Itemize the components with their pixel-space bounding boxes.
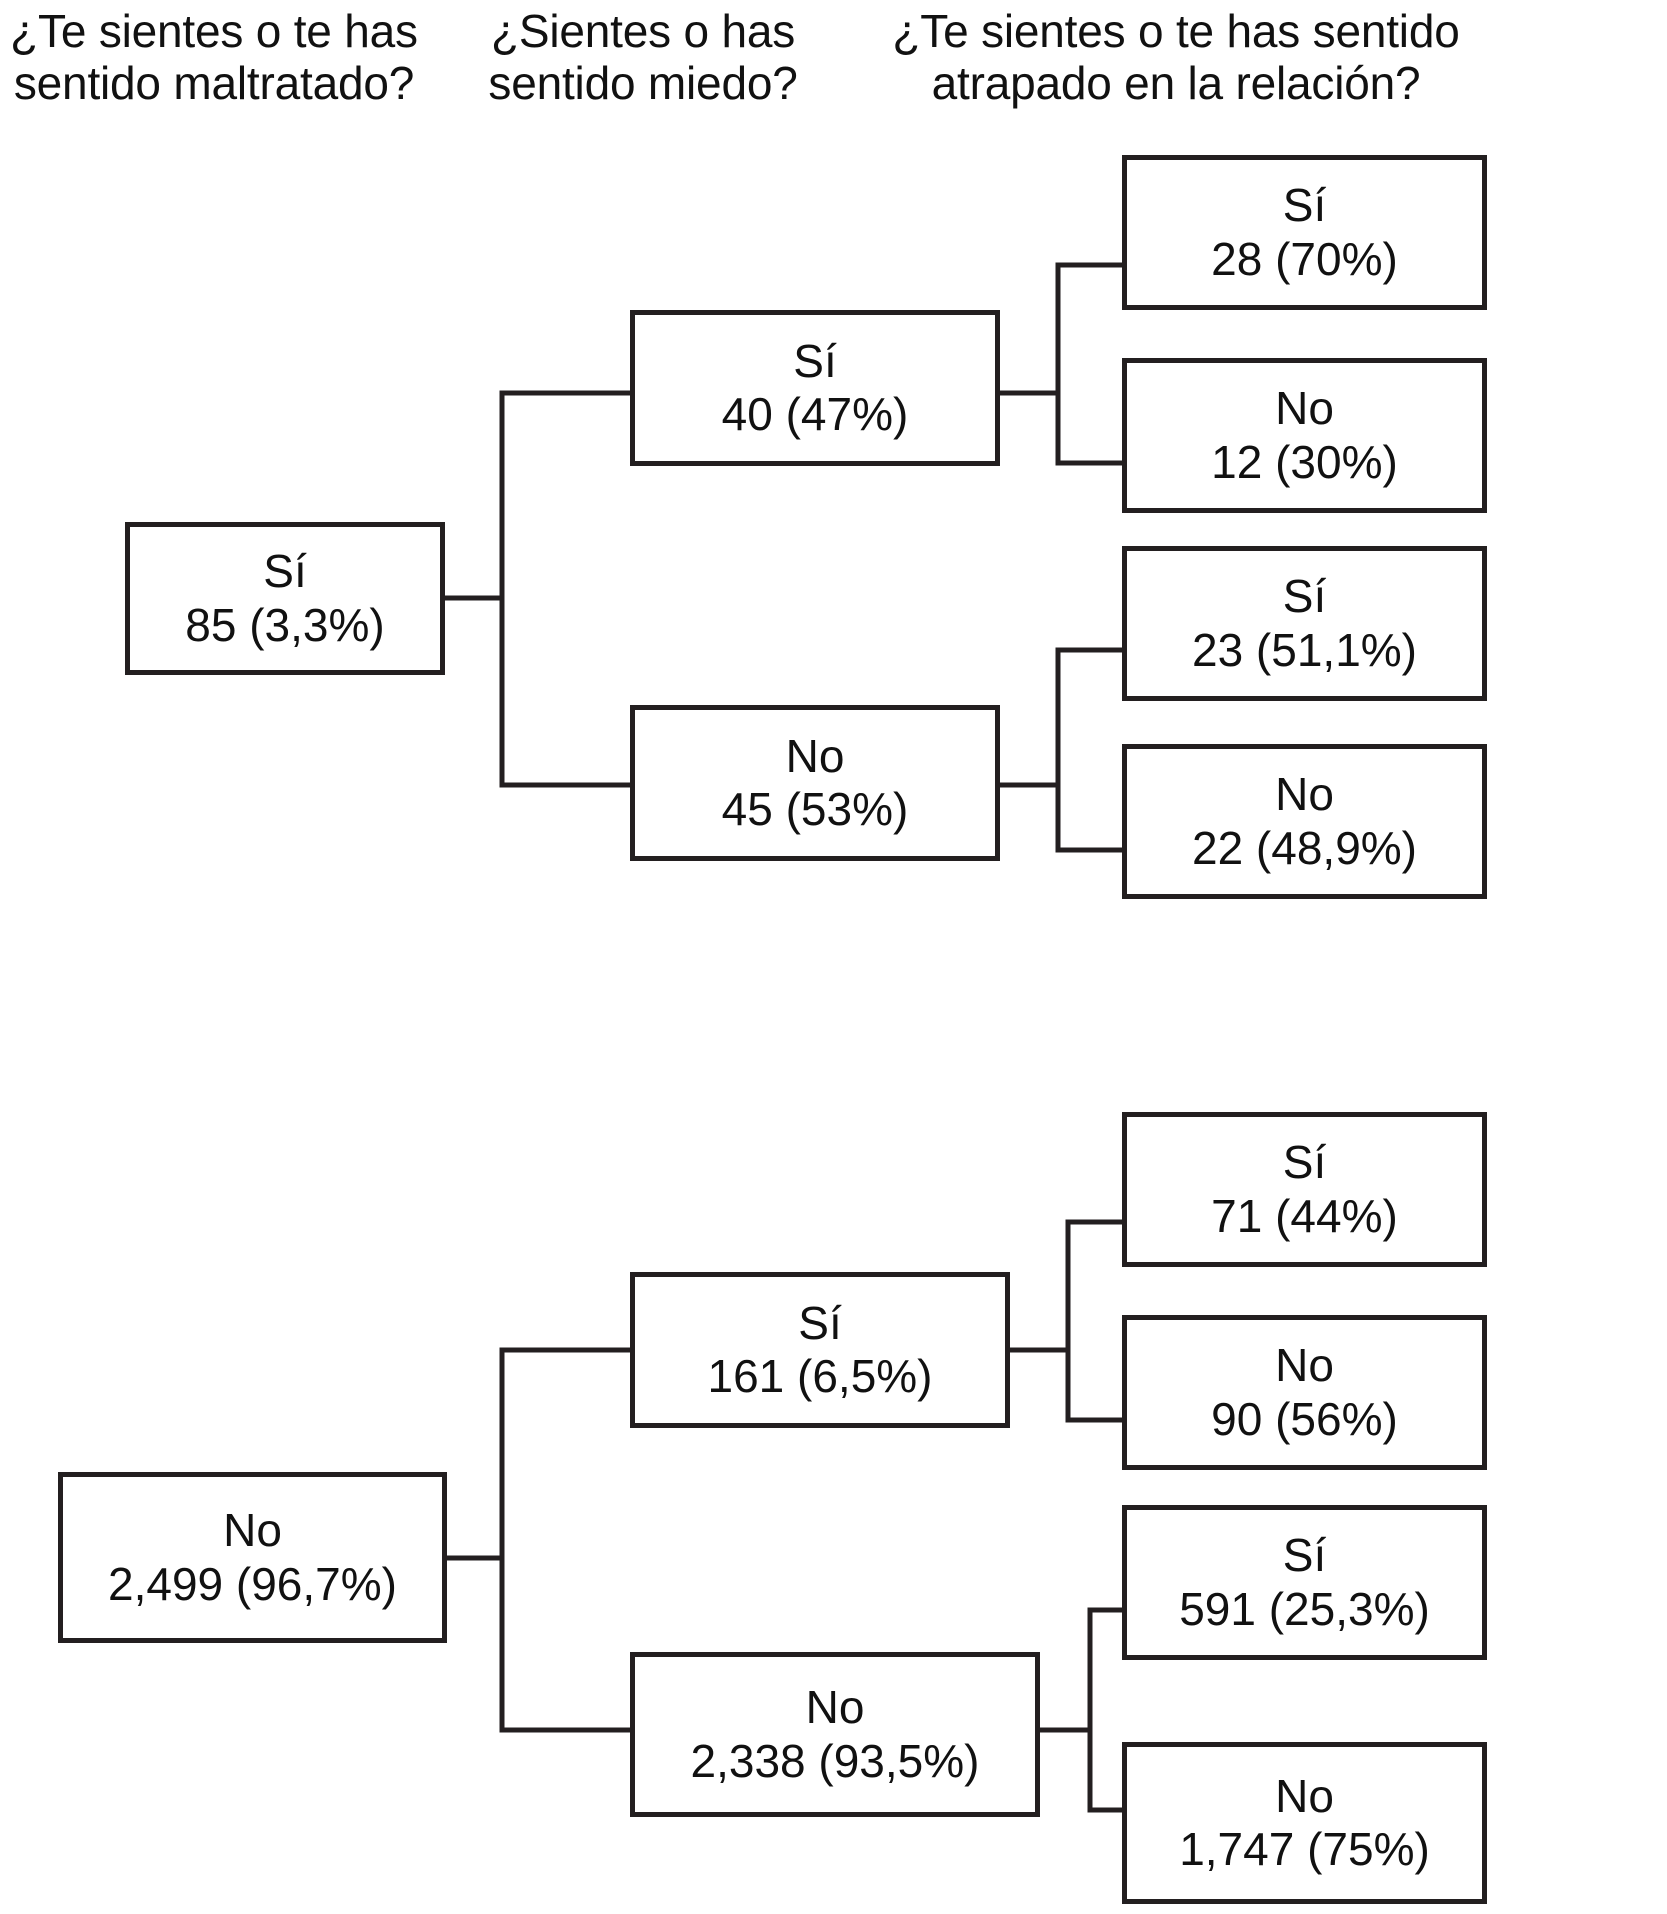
node-no-si-si[interactable]: Sí 71 (44%) [1122, 1112, 1487, 1267]
node-si-no[interactable]: No 45 (53%) [630, 705, 1000, 861]
node-si-si-si[interactable]: Sí 28 (70%) [1122, 155, 1487, 310]
node-si-no-no[interactable]: No 22 (48,9%) [1122, 744, 1487, 899]
node-label: Sí [1282, 570, 1327, 623]
node-label: No [1275, 768, 1334, 821]
node-label: Sí [1282, 179, 1327, 232]
node-si-si[interactable]: Sí 40 (47%) [630, 310, 1000, 466]
node-label: No [1275, 1339, 1334, 1392]
node-label: No [785, 729, 845, 782]
node-value: 12 (30%) [1211, 435, 1398, 488]
node-value: 90 (56%) [1211, 1392, 1398, 1445]
node-label: No [1275, 1769, 1334, 1822]
node-label: Sí [1282, 1529, 1327, 1582]
node-value: 28 (70%) [1211, 232, 1398, 285]
node-no-no-no[interactable]: No 1,747 (75%) [1122, 1742, 1487, 1904]
node-label: No [1275, 382, 1334, 435]
node-value: 591 (25,3%) [1179, 1582, 1430, 1635]
node-value: 22 (48,9%) [1191, 821, 1417, 874]
node-label: Sí [793, 334, 837, 387]
node-value: 45 (53%) [721, 783, 909, 835]
node-label: Sí [798, 1296, 842, 1349]
node-label: No [223, 1504, 282, 1557]
node-si-no-si[interactable]: Sí 23 (51,1%) [1122, 546, 1487, 701]
node-label: No [805, 1681, 865, 1734]
node-value: 161 (6,5%) [707, 1350, 933, 1402]
node-no-no[interactable]: No 2,338 (93,5%) [630, 1652, 1040, 1817]
node-no-si[interactable]: Sí 161 (6,5%) [630, 1272, 1010, 1428]
node-value: 23 (51,1%) [1191, 623, 1417, 676]
node-value: 71 (44%) [1211, 1189, 1398, 1242]
node-no-si-no[interactable]: No 90 (56%) [1122, 1315, 1487, 1470]
node-label: Sí [1282, 1136, 1327, 1189]
node-no-root[interactable]: No 2,499 (96,7%) [58, 1472, 447, 1643]
node-value: 85 (3,3%) [185, 598, 385, 651]
column-header-atrapado: ¿Te sientes o te has sentido atrapado en… [892, 5, 1460, 109]
node-value: 2,499 (96,7%) [108, 1557, 397, 1610]
node-value: 2,338 (93,5%) [690, 1734, 980, 1787]
node-value: 1,747 (75%) [1179, 1823, 1430, 1875]
node-si-si-no[interactable]: No 12 (30%) [1122, 358, 1487, 513]
column-header-maltratado: ¿Te sientes o te has sentido maltratado? [10, 5, 418, 109]
node-si-root[interactable]: Sí 85 (3,3%) [125, 522, 445, 675]
column-header-miedo: ¿Sientes o has sentido miedo? [488, 5, 798, 109]
node-value: 40 (47%) [721, 388, 909, 440]
node-no-no-si[interactable]: Sí 591 (25,3%) [1122, 1505, 1487, 1660]
node-label: Sí [263, 545, 307, 598]
